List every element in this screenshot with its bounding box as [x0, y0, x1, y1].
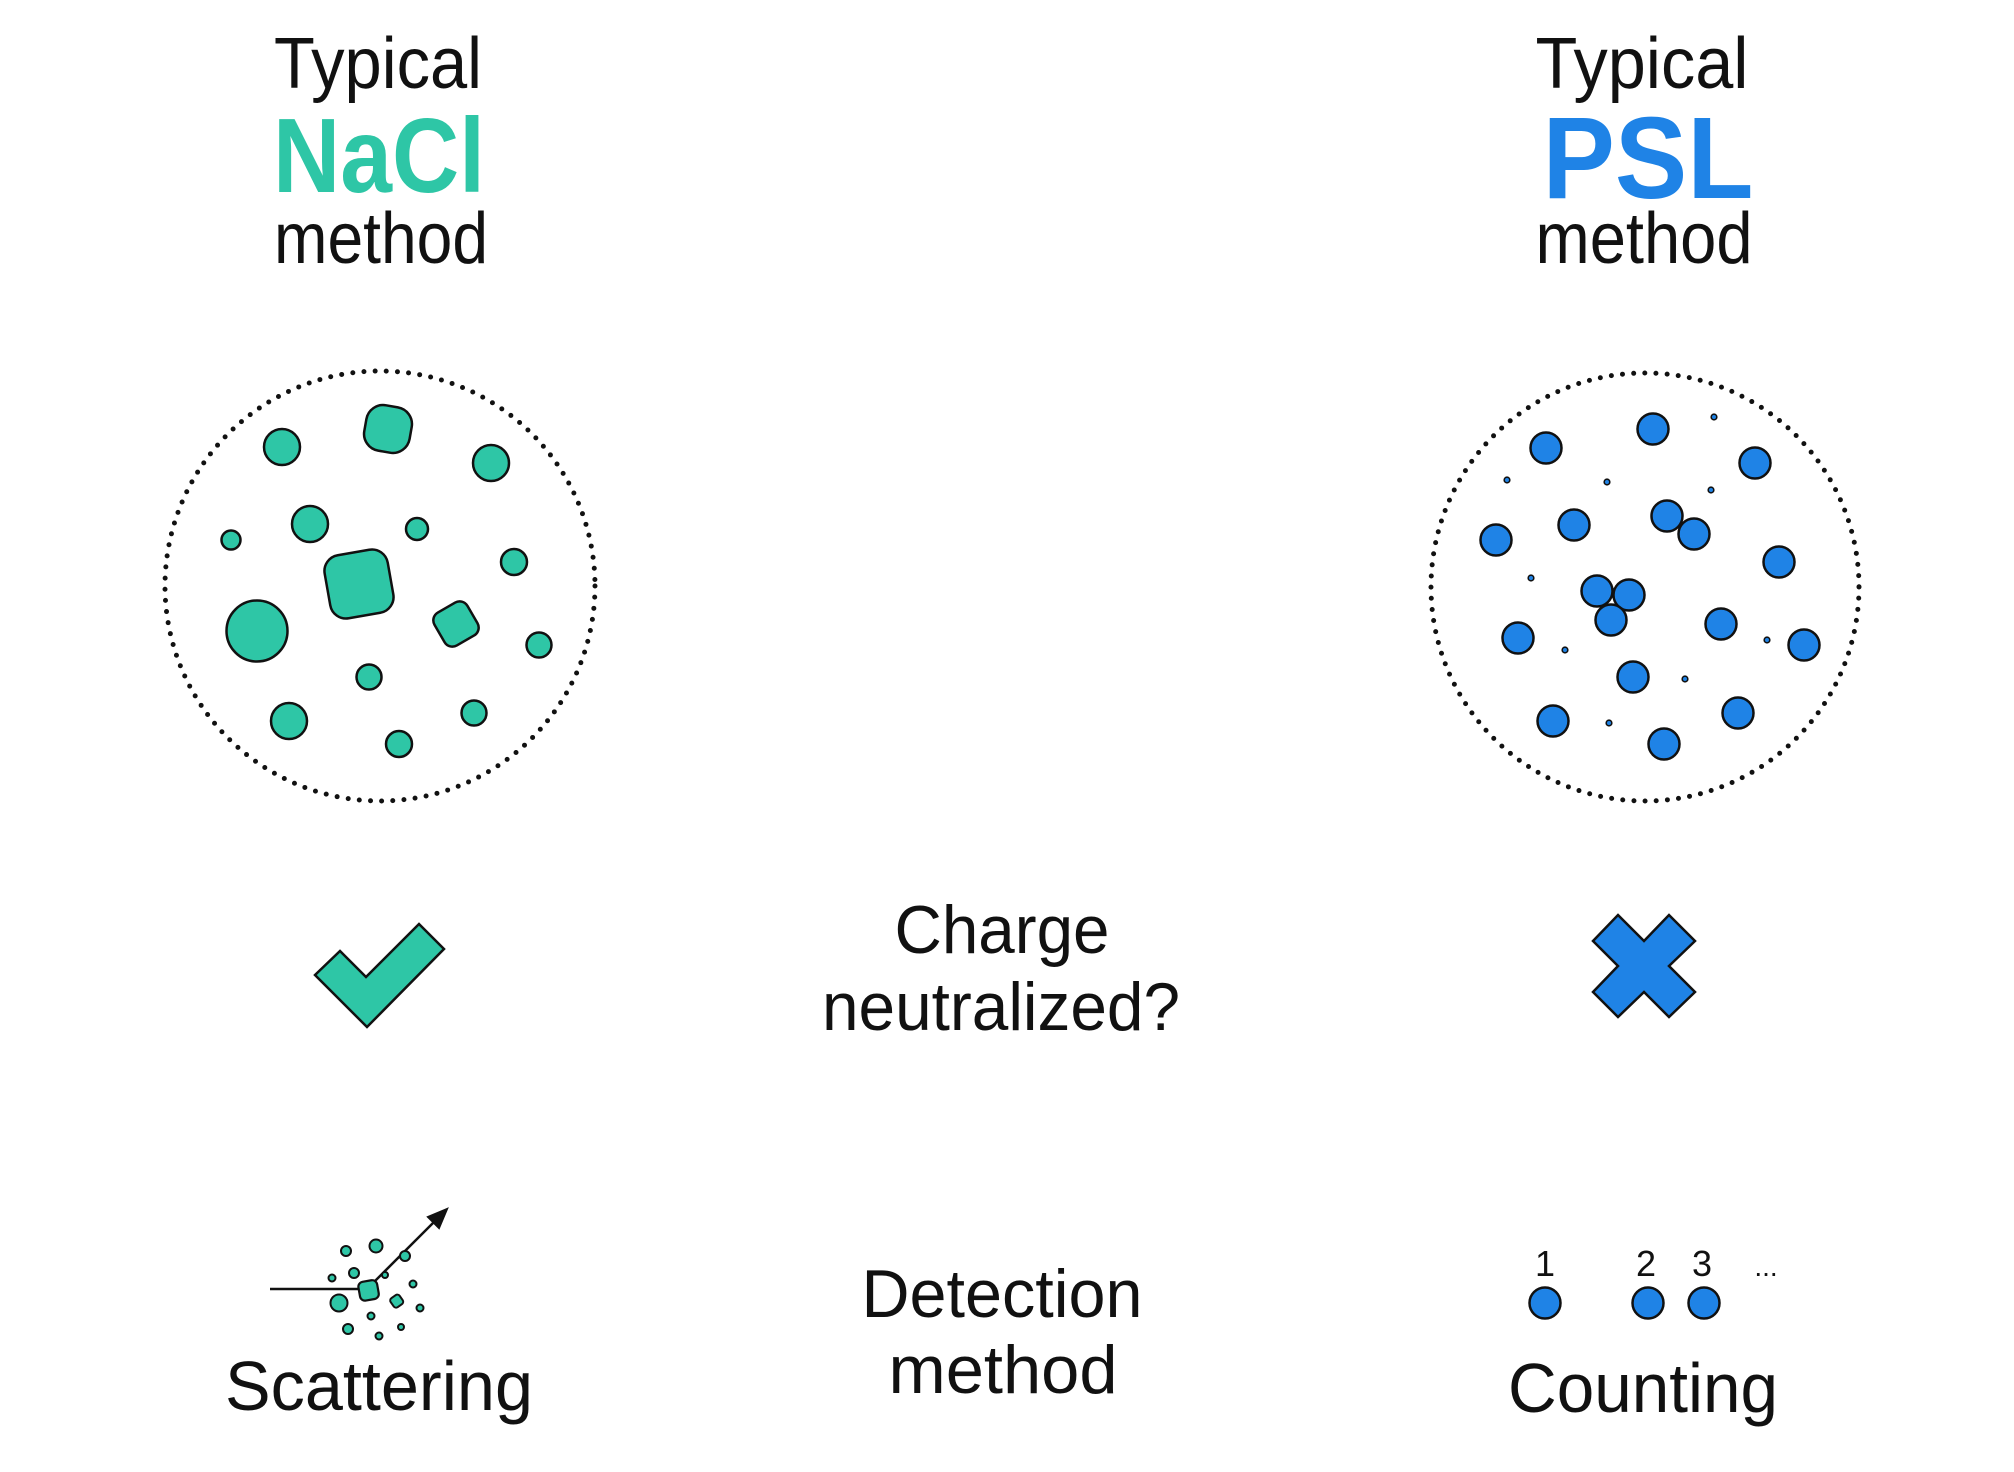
psl-particles: [1479, 412, 1821, 761]
psl-fragment: [1603, 478, 1611, 486]
nacl-title-method: method: [274, 199, 488, 279]
scattering-icon: [270, 1207, 449, 1341]
psl-sphere: [1738, 446, 1772, 480]
counting-label: Counting: [1508, 1349, 1778, 1427]
psl-title-method: method: [1536, 199, 1753, 279]
center-column: Charge neutralized? Detection method: [822, 892, 1180, 1408]
psl-sphere: [1650, 499, 1684, 533]
psl-column: Typical PSL method 1 2 3 ... Counting: [1428, 24, 1862, 1427]
nacl-sample-illustration: [162, 368, 598, 804]
nacl-particle: [225, 599, 289, 663]
nacl-title-highlight: NaCl: [273, 97, 485, 215]
psl-fragment: [1527, 574, 1535, 582]
scatter-particle: [348, 1267, 360, 1279]
psl-title-highlight: PSL: [1543, 93, 1754, 223]
scatter-particle: [399, 1250, 411, 1262]
scatter-particle: [340, 1245, 352, 1257]
psl-sphere: [1529, 431, 1563, 465]
psl-sphere: [1557, 508, 1591, 542]
nacl-column: Typical NaCl method Scattering: [162, 24, 598, 1425]
counting-icon: 1 2 3 ...: [1528, 1243, 1778, 1320]
scatter-particle: [408, 1279, 418, 1289]
nacl-crystal: [323, 548, 395, 620]
psl-sphere: [1721, 696, 1755, 730]
psl-sphere: [1636, 412, 1670, 446]
nacl-crystal: [432, 600, 480, 648]
checkmark-icon: [313, 922, 446, 1029]
nacl-particle: [525, 631, 553, 659]
scatter-particle: [327, 1273, 337, 1283]
psl-sphere: [1536, 704, 1570, 738]
psl-sphere: [1787, 628, 1821, 662]
psl-sphere: [1580, 574, 1614, 608]
scatter-crystal: [389, 1293, 405, 1309]
detection-method-line2: method: [889, 1332, 1118, 1408]
scatter-particle: [366, 1311, 376, 1321]
scatter-particle: [329, 1293, 349, 1313]
scattering-label: Scattering: [225, 1347, 533, 1425]
scatter-particle: [368, 1238, 384, 1254]
psl-sphere: [1616, 660, 1650, 694]
nacl-sample-boundary: [162, 368, 598, 804]
nacl-particle: [220, 529, 242, 551]
psl-sphere: [1479, 523, 1513, 557]
scatter-center-crystal: [357, 1279, 380, 1302]
psl-sample-illustration: [1428, 370, 1862, 804]
nacl-particle: [460, 699, 488, 727]
psl-fragment: [1605, 719, 1613, 727]
scatter-particle: [415, 1303, 425, 1313]
psl-fragment: [1763, 636, 1771, 644]
psl-fragment: [1710, 413, 1718, 421]
counted-particle-2: [1631, 1286, 1665, 1320]
detection-method-line1: Detection: [862, 1256, 1143, 1332]
nacl-particle: [404, 516, 430, 542]
cross-icon: [1591, 913, 1697, 1019]
psl-sample-boundary: [1428, 370, 1862, 804]
scatter-particle: [342, 1323, 354, 1335]
psl-sphere: [1677, 517, 1711, 551]
counted-particle-1: [1528, 1286, 1562, 1320]
psl-fragment: [1707, 486, 1715, 494]
psl-sphere: [1704, 607, 1738, 641]
scatter-particle: [397, 1323, 405, 1331]
psl-sphere: [1762, 545, 1796, 579]
count-label-2: 2: [1636, 1243, 1656, 1284]
count-label-3: 3: [1692, 1243, 1712, 1284]
nacl-particle: [384, 729, 414, 759]
charge-question-line2: neutralized?: [822, 969, 1180, 1045]
psl-sphere: [1612, 578, 1646, 612]
count-ellipsis: ...: [1754, 1251, 1777, 1282]
nacl-particle: [269, 701, 309, 741]
nacl-particle: [262, 427, 302, 467]
psl-fragment: [1503, 476, 1511, 484]
scatter-particles: [327, 1238, 425, 1341]
nacl-particles: [220, 403, 553, 759]
nacl-particle: [290, 504, 330, 544]
nacl-particle: [471, 443, 511, 483]
psl-sphere: [1647, 727, 1681, 761]
psl-fragment: [1561, 646, 1569, 654]
charge-question-line1: Charge: [895, 892, 1110, 968]
counted-particle-3: [1687, 1286, 1721, 1320]
scatter-particle: [381, 1271, 389, 1279]
arrowhead-icon: [426, 1207, 449, 1230]
psl-sphere: [1594, 603, 1628, 637]
scatter-particle: [374, 1331, 384, 1341]
nacl-particle: [355, 663, 383, 691]
nacl-crystal: [362, 403, 414, 455]
nacl-title-typical: Typical: [274, 24, 482, 104]
psl-sphere: [1501, 621, 1535, 655]
nacl-particle: [499, 547, 529, 577]
psl-fragment: [1681, 675, 1689, 683]
count-label-1: 1: [1535, 1243, 1555, 1284]
psl-title-typical: Typical: [1536, 24, 1749, 104]
